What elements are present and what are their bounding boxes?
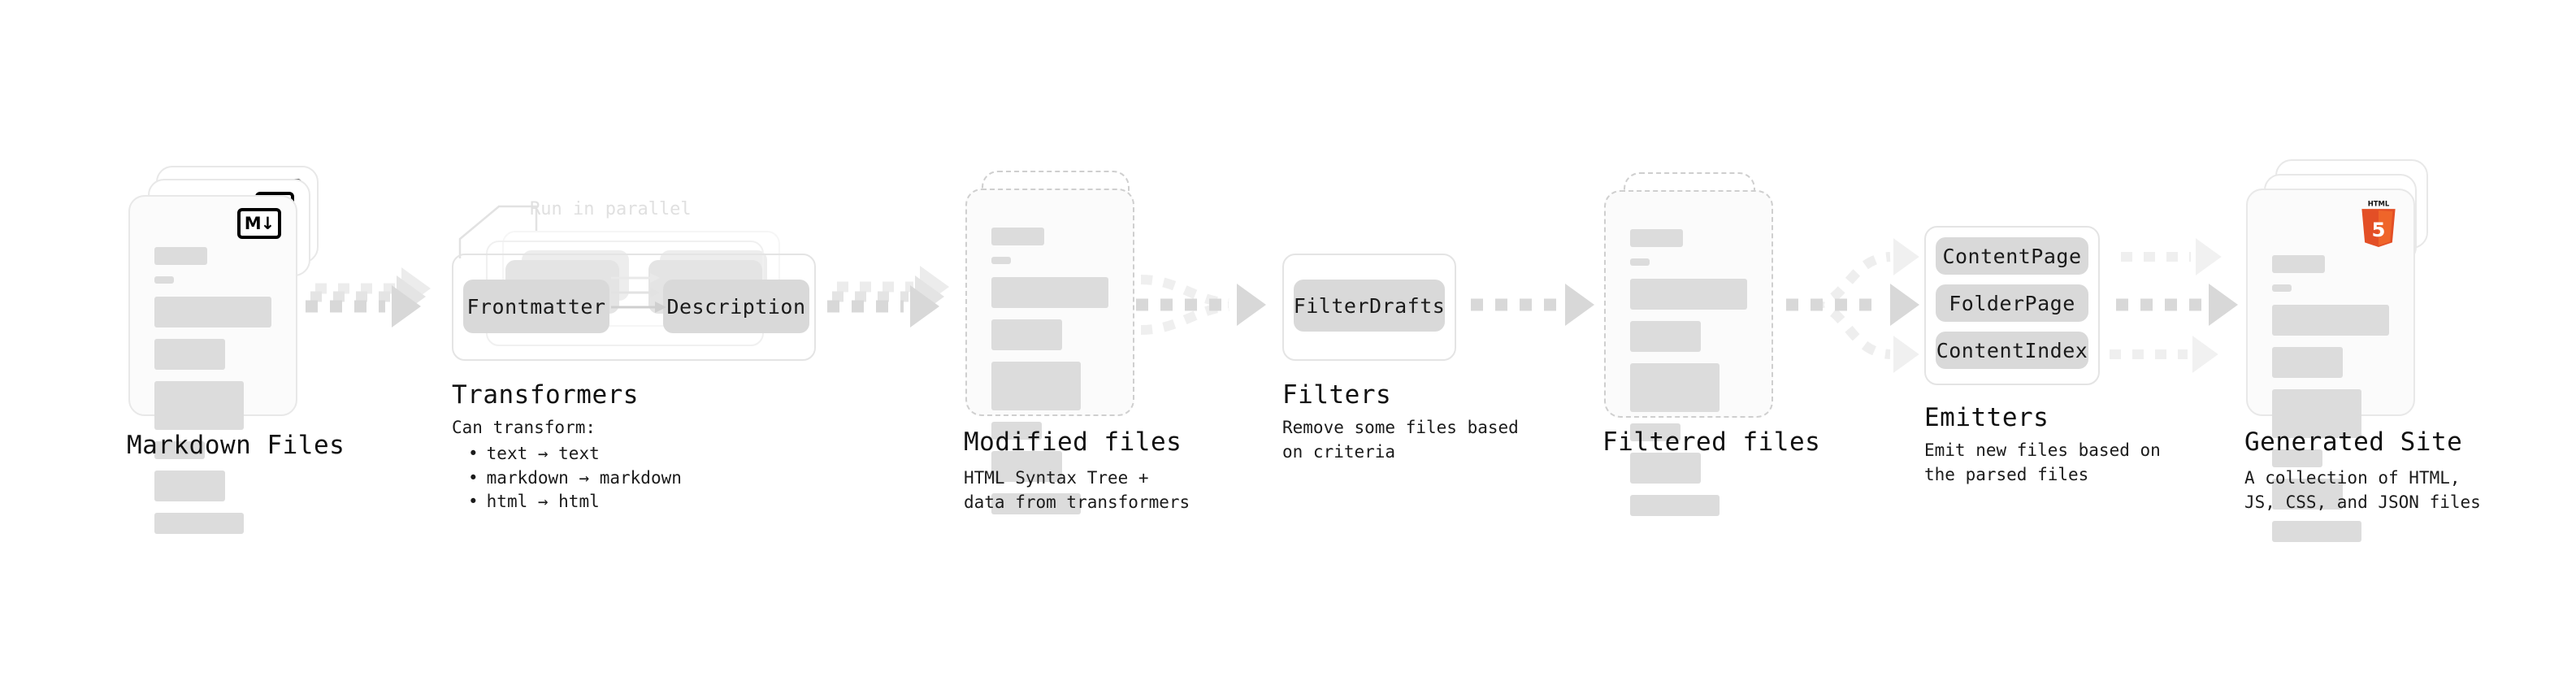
transformers-bullet-list: text → text markdown → markdown html → h…	[452, 442, 682, 514]
stage-title-markdown-files: Markdown Files	[127, 431, 345, 460]
skeleton-bar	[2272, 305, 2389, 336]
svg-text:HTML: HTML	[2368, 199, 2390, 207]
run-in-parallel-bracket	[458, 205, 538, 258]
modified-files-description: HTML Syntax Tree + data from transformer…	[964, 468, 1190, 512]
skeleton-bar	[1630, 363, 1720, 412]
transformer-layer-front[interactable]	[452, 254, 816, 361]
transformers-description: Can transform: text → text markdown → ma…	[452, 416, 682, 514]
arrow-filters-to-filtered	[1471, 284, 1594, 326]
arrow-emitters-to-site	[2110, 238, 2238, 373]
skeleton-bar	[154, 513, 244, 534]
skeleton-bar	[2272, 347, 2344, 378]
skeleton-bar	[2272, 479, 2344, 510]
bullet-item: markdown → markdown	[468, 466, 682, 491]
skeleton-bar	[154, 247, 208, 265]
bullet-item: text → text	[468, 442, 682, 466]
skeleton-bar	[154, 297, 271, 327]
emitter-node-folderpage[interactable]: FolderPage	[1936, 284, 2088, 322]
stage-title-emitters: Emitters	[1924, 403, 2049, 432]
markdown-file-card-front[interactable]: M↓	[128, 195, 297, 534]
stage-title-transformers: Transformers	[452, 380, 639, 410]
filtered-file-card-front[interactable]	[1604, 190, 1773, 516]
skeleton-bar	[991, 257, 1011, 264]
site-file-card-html[interactable]: HTML 5	[2246, 189, 2415, 542]
arrow-modified-to-filters	[1136, 275, 1266, 335]
skeleton-bar	[154, 339, 226, 370]
file-skeleton	[991, 228, 1112, 526]
emitter-node-contentpage[interactable]: ContentPage	[1936, 237, 2088, 275]
transformer-node-description[interactable]: Description	[663, 280, 809, 333]
transformers-lead: Can transform:	[452, 418, 596, 437]
transformer-inner-arrows	[611, 273, 666, 313]
modified-file-card-front[interactable]	[965, 189, 1134, 514]
skeleton-bar	[991, 422, 1043, 440]
generated-site-description: A collection of HTML, JS, CSS, and JSON …	[2244, 468, 2481, 512]
stage-title-modified-files: Modified files	[964, 427, 1182, 457]
emitter-node-contentindex[interactable]: ContentIndex	[1936, 332, 2088, 369]
skeleton-bar	[1630, 453, 1702, 484]
skeleton-bar	[991, 277, 1108, 308]
stage-title-filters: Filters	[1282, 380, 1392, 410]
skeleton-bar	[154, 276, 174, 284]
skeleton-bar	[154, 441, 206, 459]
skeleton-bar	[2272, 389, 2361, 438]
stage-title-generated-site: Generated Site	[2244, 427, 2463, 457]
html5-icon: HTML 5	[2361, 199, 2396, 247]
skeleton-bar	[1630, 423, 1681, 441]
emitters-description: Emit new files based on the parsed files	[1924, 440, 2161, 484]
skeleton-bar	[2272, 449, 2323, 467]
arrow-transformers-to-modified	[827, 266, 949, 327]
file-skeleton	[2272, 255, 2392, 553]
skeleton-bar	[1630, 495, 1720, 516]
file-skeleton	[1630, 229, 1750, 527]
skeleton-bar	[991, 228, 1045, 245]
skeleton-bar	[2272, 521, 2361, 542]
filter-node-filterdrafts[interactable]: FilterDrafts	[1294, 280, 1445, 332]
skeleton-bar	[1630, 321, 1702, 352]
skeleton-bar	[2272, 255, 2326, 273]
arrow-markdown-to-transformers	[306, 267, 431, 327]
svg-text:5: 5	[2372, 218, 2386, 241]
skeleton-bar	[991, 362, 1081, 410]
skeleton-bar	[2272, 284, 2292, 292]
filters-description: Remove some files based on criteria	[1282, 418, 1519, 462]
run-in-parallel-label: Run in parallel	[530, 199, 692, 219]
skeleton-bar	[991, 319, 1063, 350]
skeleton-bar	[154, 471, 226, 501]
skeleton-bar	[1630, 279, 1747, 310]
skeleton-bar	[991, 493, 1081, 514]
file-skeleton	[154, 247, 275, 545]
bullet-item: html → html	[468, 490, 682, 514]
skeleton-bar	[154, 381, 244, 430]
arrow-filtered-to-emitters	[1786, 238, 1919, 373]
stage-title-filtered-files: Filtered files	[1602, 427, 1821, 457]
markdown-badge: M↓	[237, 208, 281, 239]
skeleton-bar	[991, 451, 1063, 482]
skeleton-bar	[1630, 258, 1650, 266]
transformer-node-frontmatter[interactable]: Frontmatter	[463, 280, 609, 333]
skeleton-bar	[1630, 229, 1684, 247]
